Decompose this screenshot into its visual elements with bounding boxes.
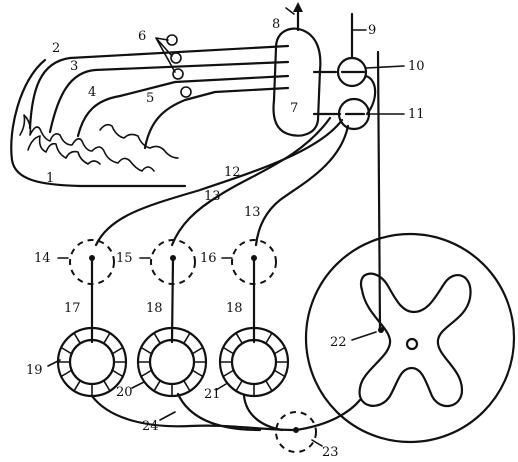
leader-23 xyxy=(311,439,323,447)
spinal-cord-outline xyxy=(304,232,516,444)
fiber-to-cord xyxy=(294,398,362,432)
label-23: 23 xyxy=(322,445,339,460)
relay-body-7 xyxy=(272,2,405,137)
label-9: 9 xyxy=(368,23,376,38)
label-2: 2 xyxy=(52,41,60,56)
label-13a: 13 xyxy=(204,189,221,204)
label-18b: 18 xyxy=(226,301,243,316)
projection-tracts xyxy=(94,50,382,332)
ring-20 xyxy=(136,326,208,398)
label-4: 4 xyxy=(88,85,96,100)
receptor-coil xyxy=(170,52,182,64)
leader-22 xyxy=(351,331,377,341)
fiber-4 xyxy=(76,74,290,138)
sensory-field-region xyxy=(10,58,187,188)
leader-24 xyxy=(159,411,176,421)
ganglion-23 xyxy=(275,411,317,453)
tract-13b xyxy=(254,124,350,247)
fiber-3 xyxy=(48,60,290,134)
label-22: 22 xyxy=(330,335,347,350)
label-1: 1 xyxy=(46,171,54,186)
tract-13a xyxy=(170,116,332,247)
fiber-24 xyxy=(90,394,298,432)
ring-21 xyxy=(218,326,290,398)
return-pathways xyxy=(90,331,377,453)
label-10: 10 xyxy=(408,59,425,74)
tract-12 xyxy=(94,118,344,247)
gray-matter xyxy=(358,272,472,407)
central-canal xyxy=(405,337,419,351)
spinal-line xyxy=(376,50,382,332)
fiber-5 xyxy=(143,86,290,150)
receptor-coil xyxy=(180,86,192,98)
label-3: 3 xyxy=(70,59,78,74)
arrowhead-8 xyxy=(293,2,303,12)
label-7: 7 xyxy=(290,101,298,116)
label-6: 6 xyxy=(138,29,146,44)
label-8: 8 xyxy=(272,17,280,32)
label-18a: 18 xyxy=(146,301,163,316)
fiber-from-21 xyxy=(242,394,284,432)
diagram-labels: 1 2 3 4 5 6 7 8 9 10 11 12 13 13 14 15 1… xyxy=(26,17,425,460)
label-24: 24 xyxy=(142,419,159,434)
node-11 xyxy=(337,97,371,131)
descending-fibers xyxy=(90,256,256,344)
receptor-coil xyxy=(172,68,184,80)
label-13b: 13 xyxy=(244,205,261,220)
afferent-fibers xyxy=(28,44,290,150)
label-leaders xyxy=(47,7,295,391)
loop-11 xyxy=(364,74,377,116)
label-14: 14 xyxy=(34,251,51,266)
receptor-coils xyxy=(155,34,192,98)
label-15: 15 xyxy=(116,251,133,266)
fiber-from-20 xyxy=(176,392,262,432)
fiber-2 xyxy=(28,44,290,130)
spinal-cord-section xyxy=(304,232,516,444)
label-17: 17 xyxy=(64,301,81,316)
pointer-6 xyxy=(155,37,176,73)
label-11: 11 xyxy=(408,107,425,122)
label-20: 20 xyxy=(116,385,133,400)
label-5: 5 xyxy=(146,91,154,106)
label-19: 19 xyxy=(26,363,43,378)
label-12: 12 xyxy=(224,165,241,180)
label-21: 21 xyxy=(204,387,221,402)
leader-10 xyxy=(365,65,405,69)
label-16: 16 xyxy=(200,251,217,266)
